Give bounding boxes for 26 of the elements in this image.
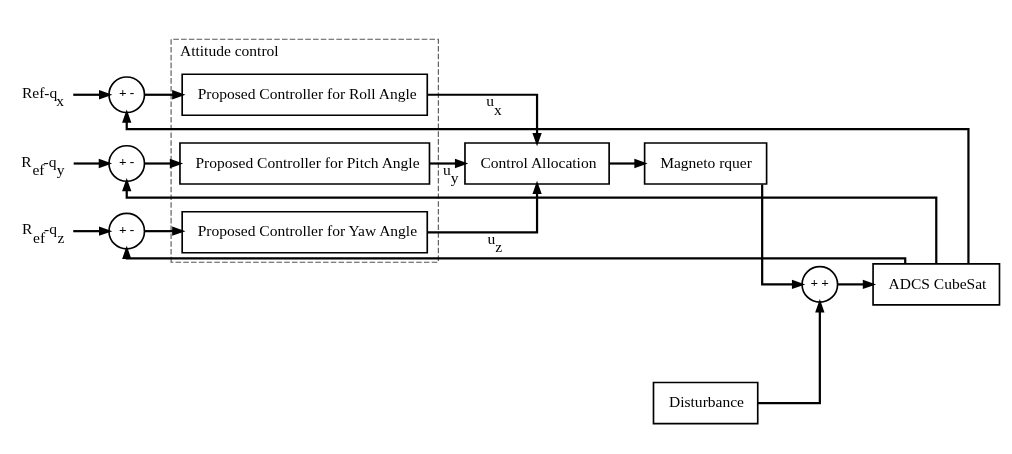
node-box: Disturbance [652, 381, 759, 425]
arrow [122, 109, 970, 264]
arrow [144, 90, 186, 100]
node-box: ADCS CubeSat [872, 263, 1001, 306]
arrow [427, 93, 542, 147]
node-circle: + - [108, 76, 146, 114]
arrow [73, 90, 113, 100]
arrow [761, 184, 806, 290]
node-box: Proposed Controller for Yaw Angle [181, 210, 429, 254]
arrow [73, 158, 113, 169]
arrow [838, 279, 877, 290]
node-box: Control Allocation [464, 142, 610, 185]
arrow [758, 299, 825, 405]
node-box: Proposed Controller for Roll Angle [181, 73, 429, 117]
node-circle: + + [801, 265, 839, 303]
arrow [429, 158, 469, 169]
node-box: Magneto rquer [643, 142, 768, 185]
node-box: Proposed Controller for Pitch Angle [179, 142, 431, 185]
arrow [144, 226, 186, 236]
node-circle: + - [108, 212, 146, 250]
arrow [122, 178, 938, 264]
arrow [73, 226, 113, 236]
arrow [427, 180, 542, 234]
arrow [609, 158, 648, 169]
arrow [144, 158, 184, 169]
node-circle: + - [108, 144, 146, 183]
